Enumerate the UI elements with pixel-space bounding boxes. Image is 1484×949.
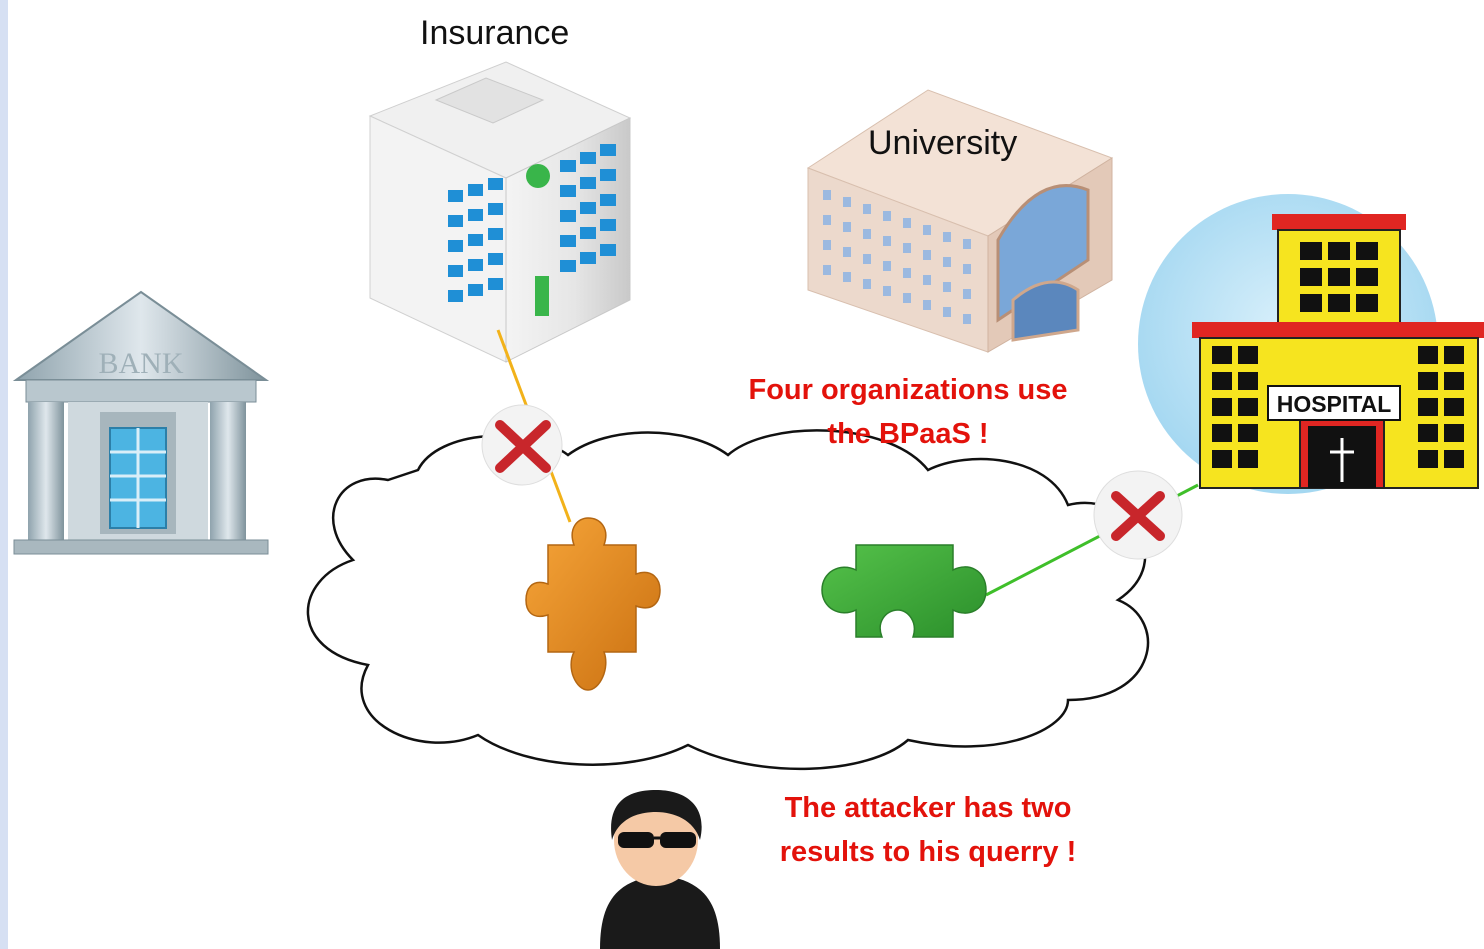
organizations-message: Four organizations use the BPaaS !: [698, 368, 1118, 456]
diagram-canvas: BANK: [8, 0, 1484, 949]
university-building-icon: [806, 89, 1114, 353]
bank-icon: [12, 290, 270, 555]
hospital-sign: HOSPITAL: [1277, 391, 1392, 417]
blocked-x-icon: [1093, 470, 1183, 560]
attacker-avatar-icon: [600, 790, 720, 949]
organizations-message-line1: Four organizations use: [748, 374, 1068, 406]
organizations-message-line2: the BPaaS !: [827, 418, 989, 450]
cloud-shape: [306, 429, 1150, 771]
green-puzzle-piece-icon: [821, 544, 987, 638]
insurance-building-icon: [368, 61, 632, 363]
hospital-building-icon: [1138, 194, 1484, 494]
orange-puzzle-piece-icon: [525, 517, 661, 691]
diagram-svg: BANK: [12, 61, 1484, 949]
insurance-label: Insurance: [420, 14, 570, 52]
attacker-message-line1: The attacker has two: [784, 792, 1072, 824]
bank-sign: BANK: [98, 347, 183, 380]
university-label: University: [868, 124, 1018, 162]
attacker-message: The attacker has two results to his quer…: [718, 786, 1138, 874]
blocked-x-icon: [481, 404, 563, 486]
attacker-message-line2: results to his querry !: [779, 836, 1077, 868]
